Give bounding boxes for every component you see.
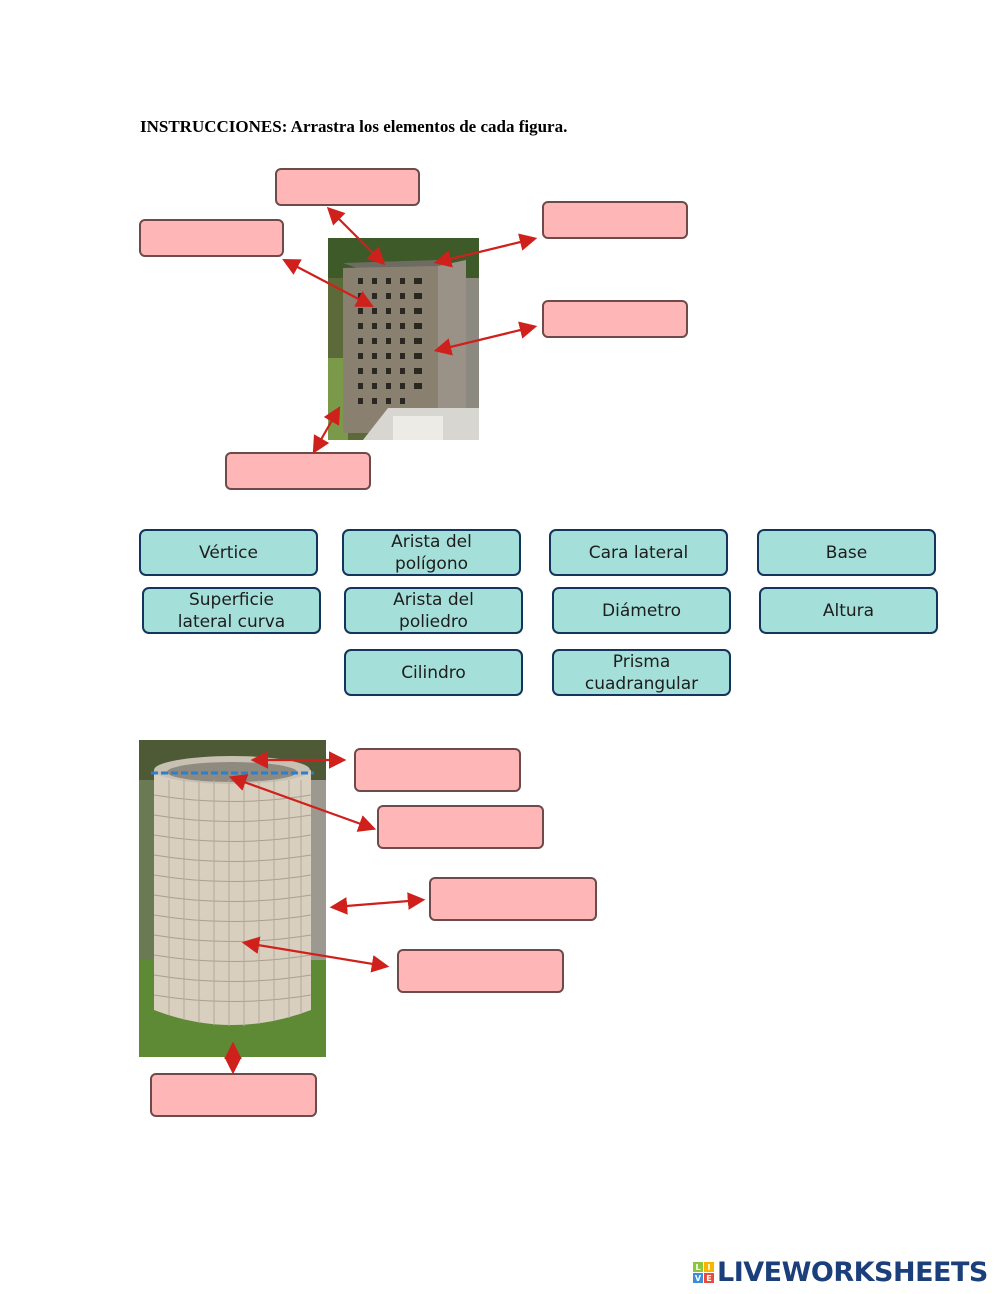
chip-arista-del-poligono[interactable]: Arista del polígono [342,529,521,576]
chip-cara-lateral[interactable]: Cara lateral [549,529,728,576]
prism-dropzone-top-left[interactable] [275,168,420,206]
cylinder-building-photo [139,740,326,1057]
logo-tile-i: I [704,1262,714,1272]
cylinder-dropzone-middle[interactable] [429,877,597,921]
chip-cilindro[interactable]: Cilindro [344,649,523,696]
prism-dropzone-left[interactable] [139,219,284,257]
cylinder-dropzone-bottom[interactable] [150,1073,317,1117]
chip-prisma-cuadrangular[interactable]: Prisma cuadrangular [552,649,731,696]
logo-text: LIVEWORKSHEETS [717,1257,988,1288]
logo-tiles-icon: L I V E [693,1262,714,1283]
cylinder-dropzone-lower[interactable] [397,949,564,993]
chip-arista-del-poliedro[interactable]: Arista del poliedro [344,587,523,634]
cylinder-dropzone-top[interactable] [354,748,521,792]
prism-dropzone-bottom[interactable] [225,452,371,490]
prism-building-photo [328,238,479,440]
logo-tile-e: E [704,1273,714,1283]
logo-tile-l: L [693,1262,703,1272]
prism-dropzone-right[interactable] [542,300,688,338]
chip-altura[interactable]: Altura [759,587,938,634]
arrow-cyl-middle [329,892,426,915]
chip-diametro[interactable]: Diámetro [552,587,731,634]
chip-superficie-lateral-curva[interactable]: Superficie lateral curva [142,587,321,634]
instructions-text: INSTRUCCIONES: Arrastra los elementos de… [140,117,568,136]
logo-tile-v: V [693,1273,703,1283]
prism-dropzone-top-right[interactable] [542,201,688,239]
liveworksheets-logo: L I V E LIVEWORKSHEETS [693,1257,988,1288]
cylinder-dropzone-upper[interactable] [377,805,544,849]
chip-base[interactable]: Base [757,529,936,576]
chip-vertice[interactable]: Vértice [139,529,318,576]
